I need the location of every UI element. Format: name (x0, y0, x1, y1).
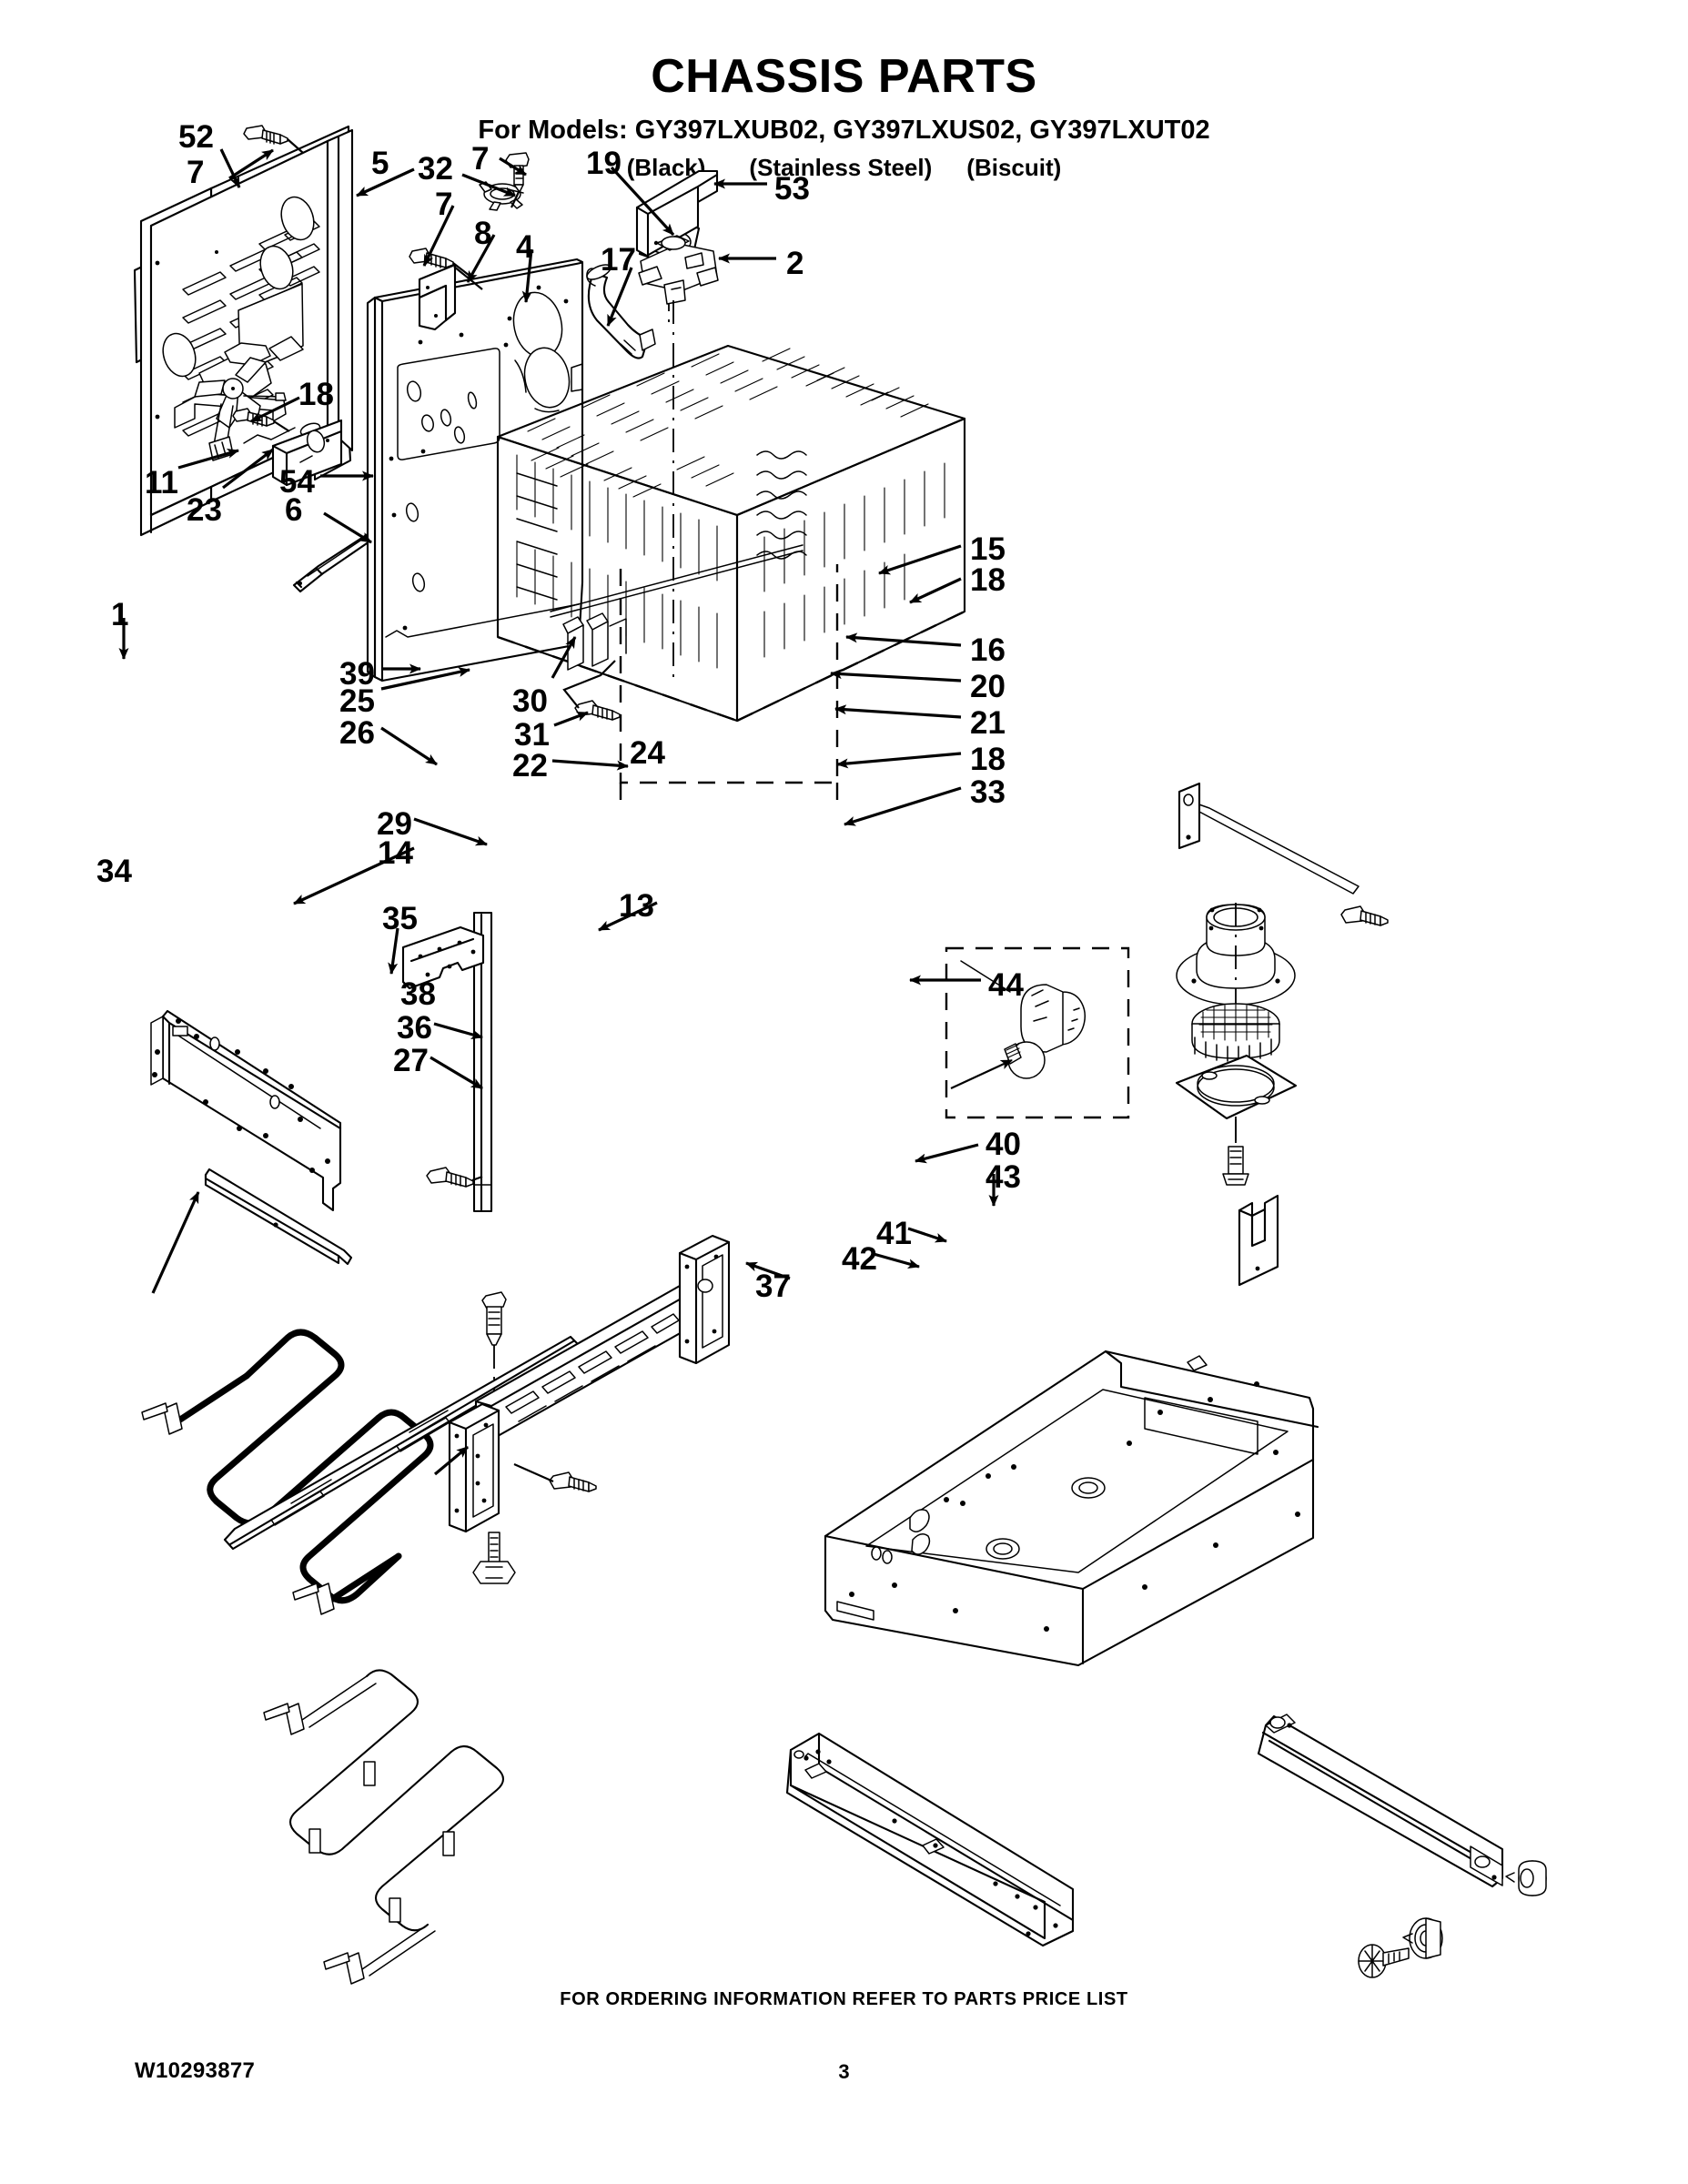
callout-35: 35 (382, 901, 418, 936)
finish-biscuit: (Biscuit) (966, 154, 1062, 181)
part-41-roller (1402, 1917, 1443, 1959)
part-15-support-rod (1178, 782, 1359, 895)
part-13-rack-support-rail (448, 1234, 731, 1533)
callout-14: 14 (378, 835, 413, 871)
part-31-screw (562, 660, 621, 721)
callout-22: 22 (512, 748, 548, 784)
callout-7-b: 7 (471, 141, 490, 177)
page-number: 3 (838, 2060, 850, 2083)
callout-54: 54 (279, 464, 315, 500)
callout-25: 25 (339, 683, 375, 719)
part-39-bracket (401, 925, 485, 990)
callout-13: 13 (619, 888, 654, 924)
page-title: CHASSIS PARTS (651, 50, 1037, 103)
callout-42: 42 (842, 1241, 877, 1277)
part-35-element-rail (223, 927, 581, 1551)
part-44-oven-bottom-pan (824, 1350, 1319, 1667)
part-36-leveling-leg (472, 1532, 516, 1584)
callout-43: 43 (986, 1159, 1021, 1195)
callout-30: 30 (512, 683, 548, 719)
callout-27: 27 (393, 1043, 429, 1078)
callout-18-b: 18 (970, 562, 1006, 598)
oven-cavity-insulated (496, 344, 966, 801)
callout-11: 11 (145, 465, 178, 500)
callout-39: 39 (339, 656, 375, 692)
part-33-angle-bracket (1238, 1194, 1279, 1287)
callout-33: 33 (970, 774, 1006, 810)
callout-44: 44 (988, 967, 1024, 1003)
part-30-clip (562, 612, 627, 671)
part-38-rack-guide (433, 1445, 470, 1476)
callout-16: 16 (970, 632, 1006, 668)
diagram-header: CHASSIS PARTS For Models: GY397LXUB02, G… (0, 0, 1688, 179)
callout-21: 21 (970, 705, 1006, 741)
callout-2: 2 (786, 246, 804, 281)
part-4-side-panel (366, 258, 584, 682)
part-2-latch-motor-assembly (638, 235, 719, 682)
part-34-bottom-trim (151, 1168, 353, 1294)
part-53-terminal-cover (635, 169, 719, 258)
callout-15: 15 (970, 531, 1006, 567)
ordering-note: FOR ORDERING INFORMATION REFER TO PARTS … (560, 1989, 1128, 2009)
callout-32: 32 (418, 151, 453, 187)
part-43-roller-bushing (1505, 1860, 1547, 1896)
callout-8: 8 (474, 216, 492, 251)
finishes-line: (Black)(Stainless Steel)(Biscuit) (0, 156, 1688, 179)
callout-34: 34 (96, 854, 132, 889)
part-29-screw (481, 1291, 507, 1406)
part-37-front-cross-brace (785, 1732, 1075, 1947)
callout-6: 6 (285, 492, 303, 528)
part-40-rack-glide-rail (1257, 1714, 1504, 1888)
part-26-screw (426, 1167, 483, 1188)
part-18-screw-plate (1222, 1119, 1249, 1186)
callout-37: 37 (755, 1269, 791, 1304)
leader-lines (118, 148, 999, 1280)
part-21-mounting-plate (1175, 1054, 1298, 1120)
callout-20: 20 (970, 669, 1006, 704)
callout-38: 38 (400, 976, 436, 1012)
part-17-vent-tube (586, 264, 656, 359)
callout-18-c: 18 (970, 742, 1006, 777)
part-20-convection-filter (1191, 1003, 1280, 1062)
models-line: For Models: GY397LXUB02, GY397LXUS02, GY… (478, 116, 1210, 145)
callout-29: 29 (377, 806, 412, 842)
callout-24: 24 (630, 735, 665, 771)
part-24-lamp-assembly (945, 946, 1130, 1119)
part-1-front-frame (150, 1009, 342, 1212)
callout-40: 40 (986, 1127, 1021, 1162)
part-13-screw (513, 1462, 597, 1492)
callout-5: 5 (371, 146, 389, 181)
part-8-bracket (418, 263, 483, 331)
finish-stainless: (Stainless Steel) (749, 154, 933, 181)
document-code: W10293877 (135, 2058, 256, 2083)
callout-4: 4 (516, 229, 534, 265)
callout-19: 19 (586, 146, 622, 181)
callout-7-c: 7 (435, 187, 453, 222)
part-54-fan-shroud (271, 419, 343, 487)
callout-1: 1 (111, 597, 129, 632)
callout-52: 52 (178, 119, 214, 155)
part-27-broil-element (263, 1669, 505, 1985)
part-7-screw-top (243, 125, 304, 154)
part-18-screw-rod (1340, 905, 1389, 926)
callout-53: 53 (774, 171, 810, 207)
callout-41: 41 (876, 1216, 912, 1251)
callout-17: 17 (601, 242, 636, 278)
callout-23: 23 (187, 492, 222, 528)
part-14-bake-element (141, 1329, 434, 1615)
callout-18-a: 18 (298, 377, 334, 412)
callout-36: 36 (397, 1010, 432, 1046)
callout-31: 31 (514, 717, 550, 753)
callout-7-a: 7 (187, 155, 205, 190)
part-42-roller-screw (1358, 1944, 1410, 1978)
callout-26: 26 (339, 715, 375, 751)
